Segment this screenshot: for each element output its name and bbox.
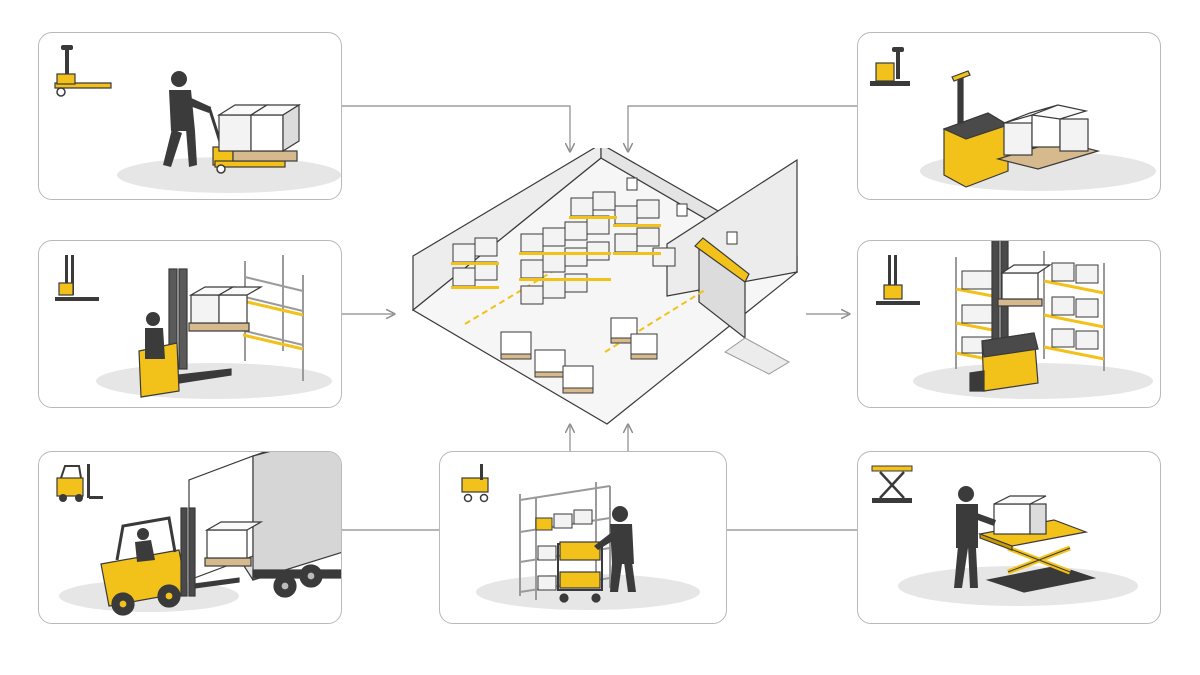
driver-figure	[135, 528, 155, 562]
panel-reach-truck	[857, 240, 1161, 408]
forklift	[100, 507, 240, 616]
electric-pallet-scene	[870, 47, 1156, 191]
loading-dock-door	[694, 237, 750, 340]
reach-truck-icon	[876, 255, 920, 305]
worker-figure	[954, 486, 996, 588]
warehouse-illustration	[411, 148, 799, 425]
floor-shadow	[476, 574, 700, 610]
picking-cart	[557, 541, 603, 603]
floor-shadow	[96, 363, 332, 399]
storage-rack	[242, 255, 304, 381]
worker-figure	[163, 71, 211, 167]
pallet-with-boxes	[188, 286, 264, 332]
picking-trolley-icon	[461, 464, 489, 503]
pallet-in-trailer	[204, 521, 264, 567]
panel-electric-pallet-truck	[857, 32, 1161, 200]
dock-ramp	[724, 337, 791, 375]
pallet-with-boxes	[995, 104, 1101, 170]
scissor-lift-icon	[871, 465, 913, 503]
pallet-with-boxes	[997, 264, 1052, 307]
panel-scissor-lift-table	[857, 451, 1161, 624]
panel-counterbalance-forklift	[38, 451, 342, 624]
panel-picking-cart	[439, 451, 727, 624]
warehouse-windows	[626, 177, 738, 245]
box-on-lift	[993, 495, 1047, 535]
connector-electric-pallet-to-warehouse	[628, 105, 857, 150]
floor-pallets	[500, 317, 658, 394]
shelf-boxes	[535, 509, 593, 591]
floor-markings	[464, 251, 706, 353]
truck-trailer	[188, 452, 341, 598]
hand-pallet-jack-icon	[54, 45, 112, 97]
pallet-stacker-icon	[55, 255, 99, 301]
reach-truck-scene	[876, 241, 1153, 399]
reach-truck-body	[969, 332, 1039, 392]
warehouse-racks	[451, 191, 676, 305]
picking-scene	[461, 464, 700, 610]
forklift-loading-scene	[56, 452, 341, 616]
scissor-lift-scene	[871, 465, 1138, 606]
worker-figure	[594, 506, 636, 592]
pallet-with-boxes	[216, 103, 302, 162]
connector-hand-pallet-to-warehouse	[342, 105, 570, 150]
panel-hand-pallet-truck	[38, 32, 342, 200]
operator-figure	[145, 312, 165, 359]
stacker-scene	[55, 255, 332, 399]
panel-stacker	[38, 240, 342, 408]
forklift-icon	[56, 464, 103, 502]
hand-pallet-scene	[54, 45, 341, 193]
electric-pallet-truck-icon	[870, 47, 910, 86]
